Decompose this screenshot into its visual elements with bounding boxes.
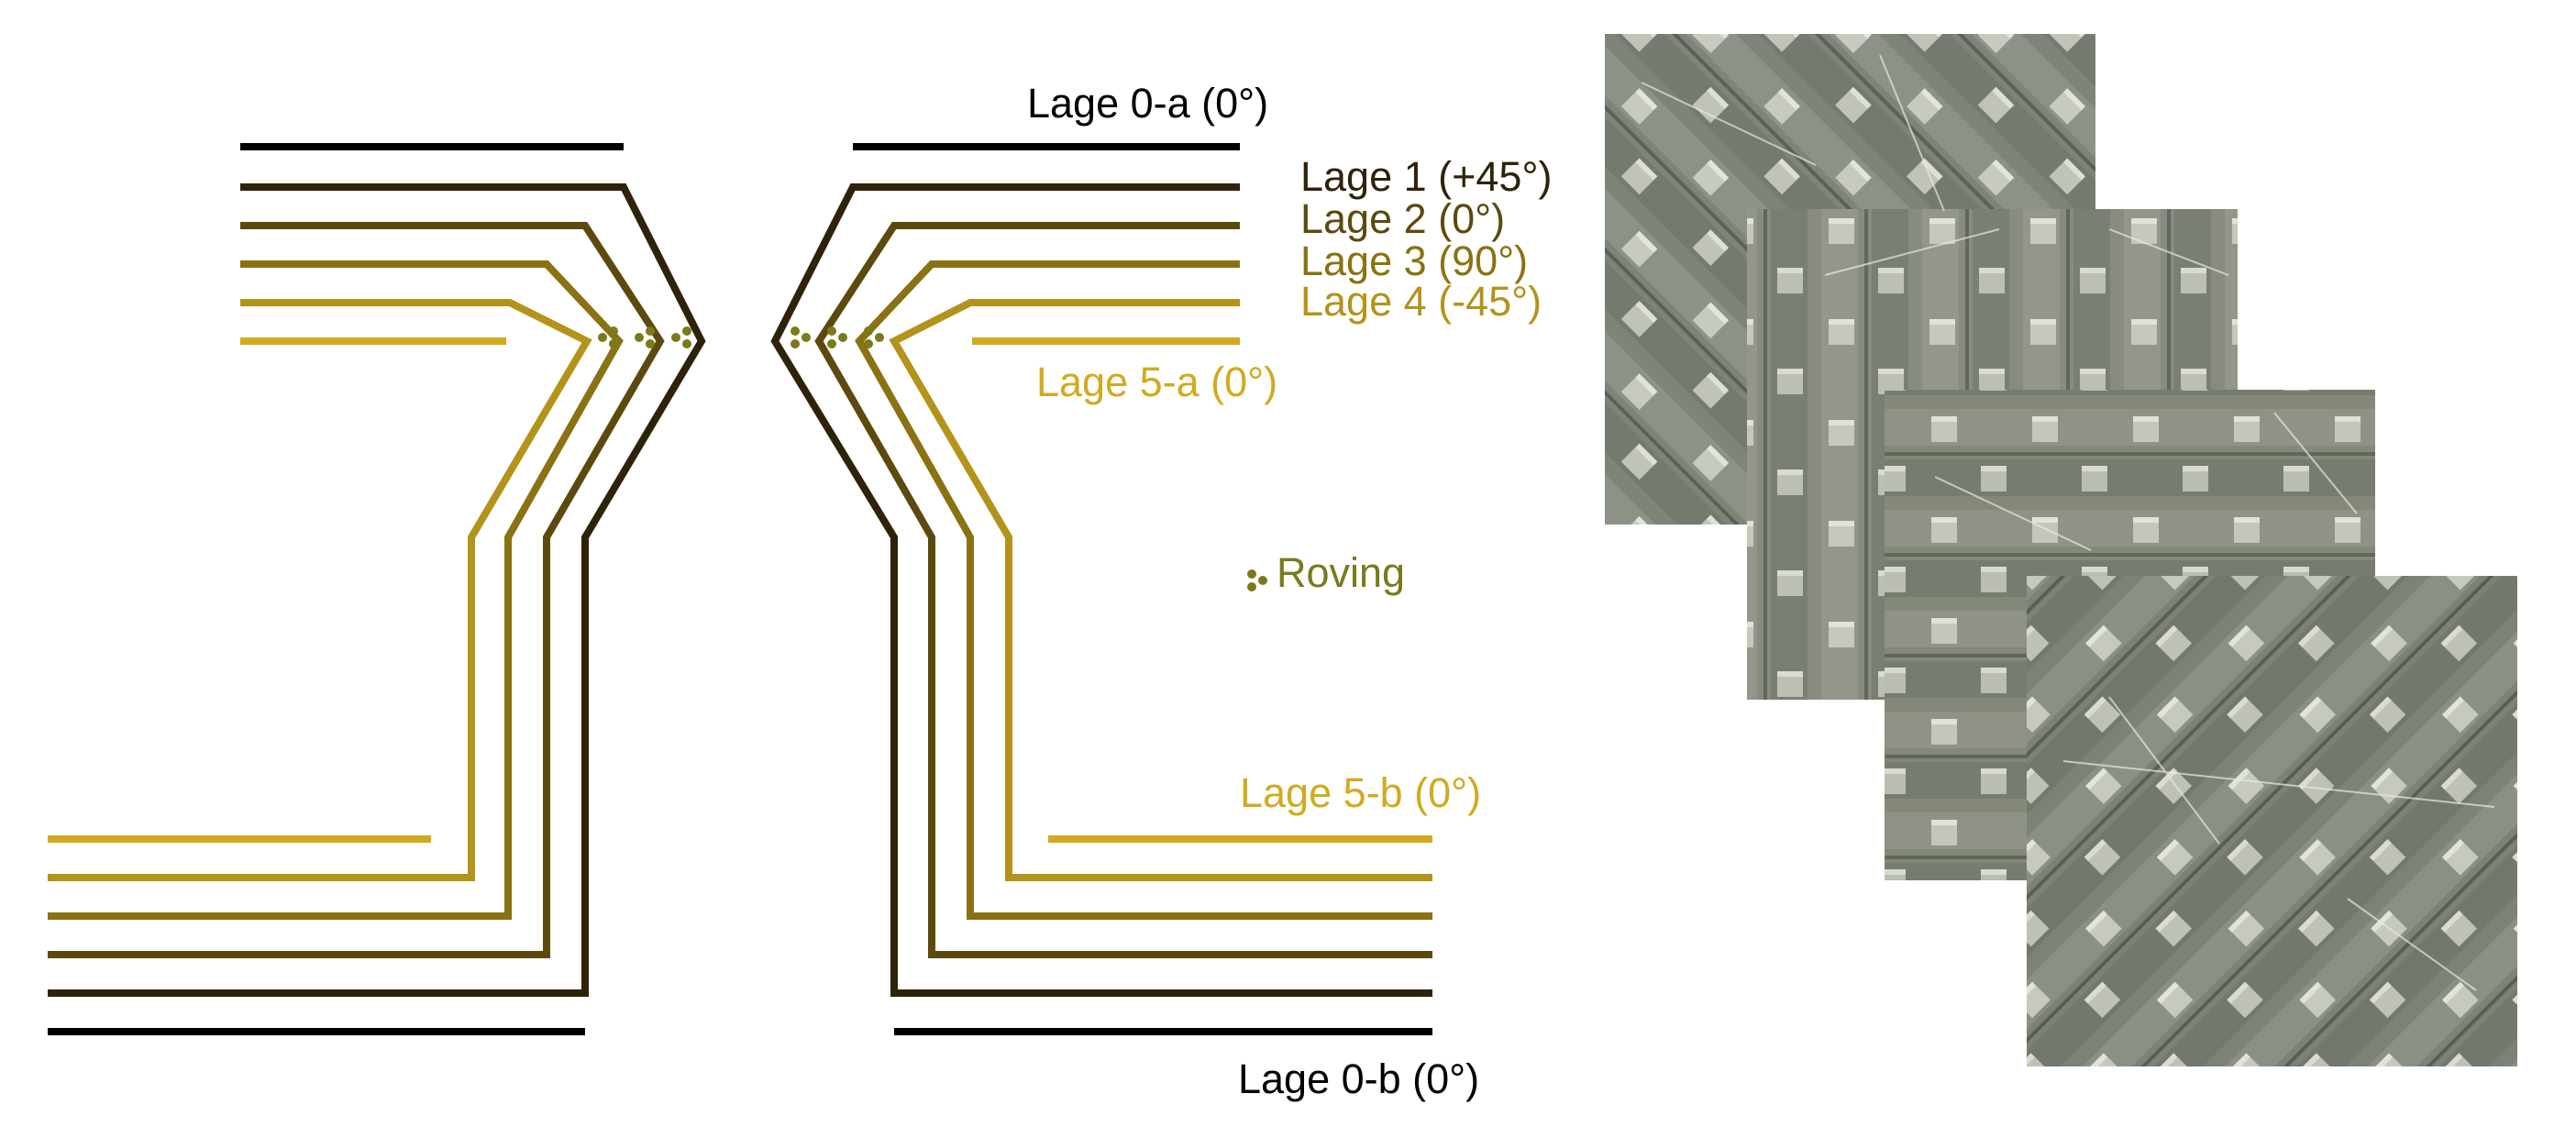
roving-icon: [864, 326, 884, 348]
right-layup: [770, 143, 1432, 1035]
label-lage-5a: Lage 5-a (0°): [1036, 359, 1277, 405]
left-layup: [48, 143, 706, 1035]
layer-2-right: [814, 222, 1432, 958]
roving-icon: [790, 326, 811, 348]
layer-3-right: [855, 260, 1432, 920]
roving-legend-icon: [1247, 569, 1267, 591]
roving-icon: [635, 326, 655, 348]
layer-4-right: [889, 299, 1432, 881]
layer-1-right: [770, 183, 1432, 997]
fabric-photo-minus45: [2027, 576, 2517, 1066]
roving-icon: [671, 326, 691, 348]
layer-2-left: [48, 222, 665, 958]
layer-3-left: [48, 260, 624, 920]
label-lage-3: Lage 3 (90°): [1300, 238, 1528, 284]
fabric-photo-stack: [1605, 34, 2517, 1066]
label-lage-1: Lage 1 (+45°): [1300, 153, 1552, 200]
label-roving: Roving: [1277, 549, 1405, 596]
label-lage-5b: Lage 5-b (0°): [1240, 769, 1481, 816]
label-lage-0b: Lage 0-b (0°): [1238, 1055, 1479, 1102]
left-roving-dots: [598, 326, 691, 348]
layer-4-left: [48, 299, 592, 881]
label-lage-2: Lage 2 (0°): [1300, 195, 1505, 242]
right-roving-dots: [790, 326, 884, 348]
roving-icon: [598, 326, 618, 348]
label-lage-4: Lage 4 (-45°): [1300, 278, 1542, 325]
roving-icon: [827, 326, 847, 348]
label-lage-0a: Lage 0-a (0°): [1027, 80, 1268, 127]
photo-scratches: [1641, 54, 2495, 991]
layer-1-left: [48, 183, 706, 997]
